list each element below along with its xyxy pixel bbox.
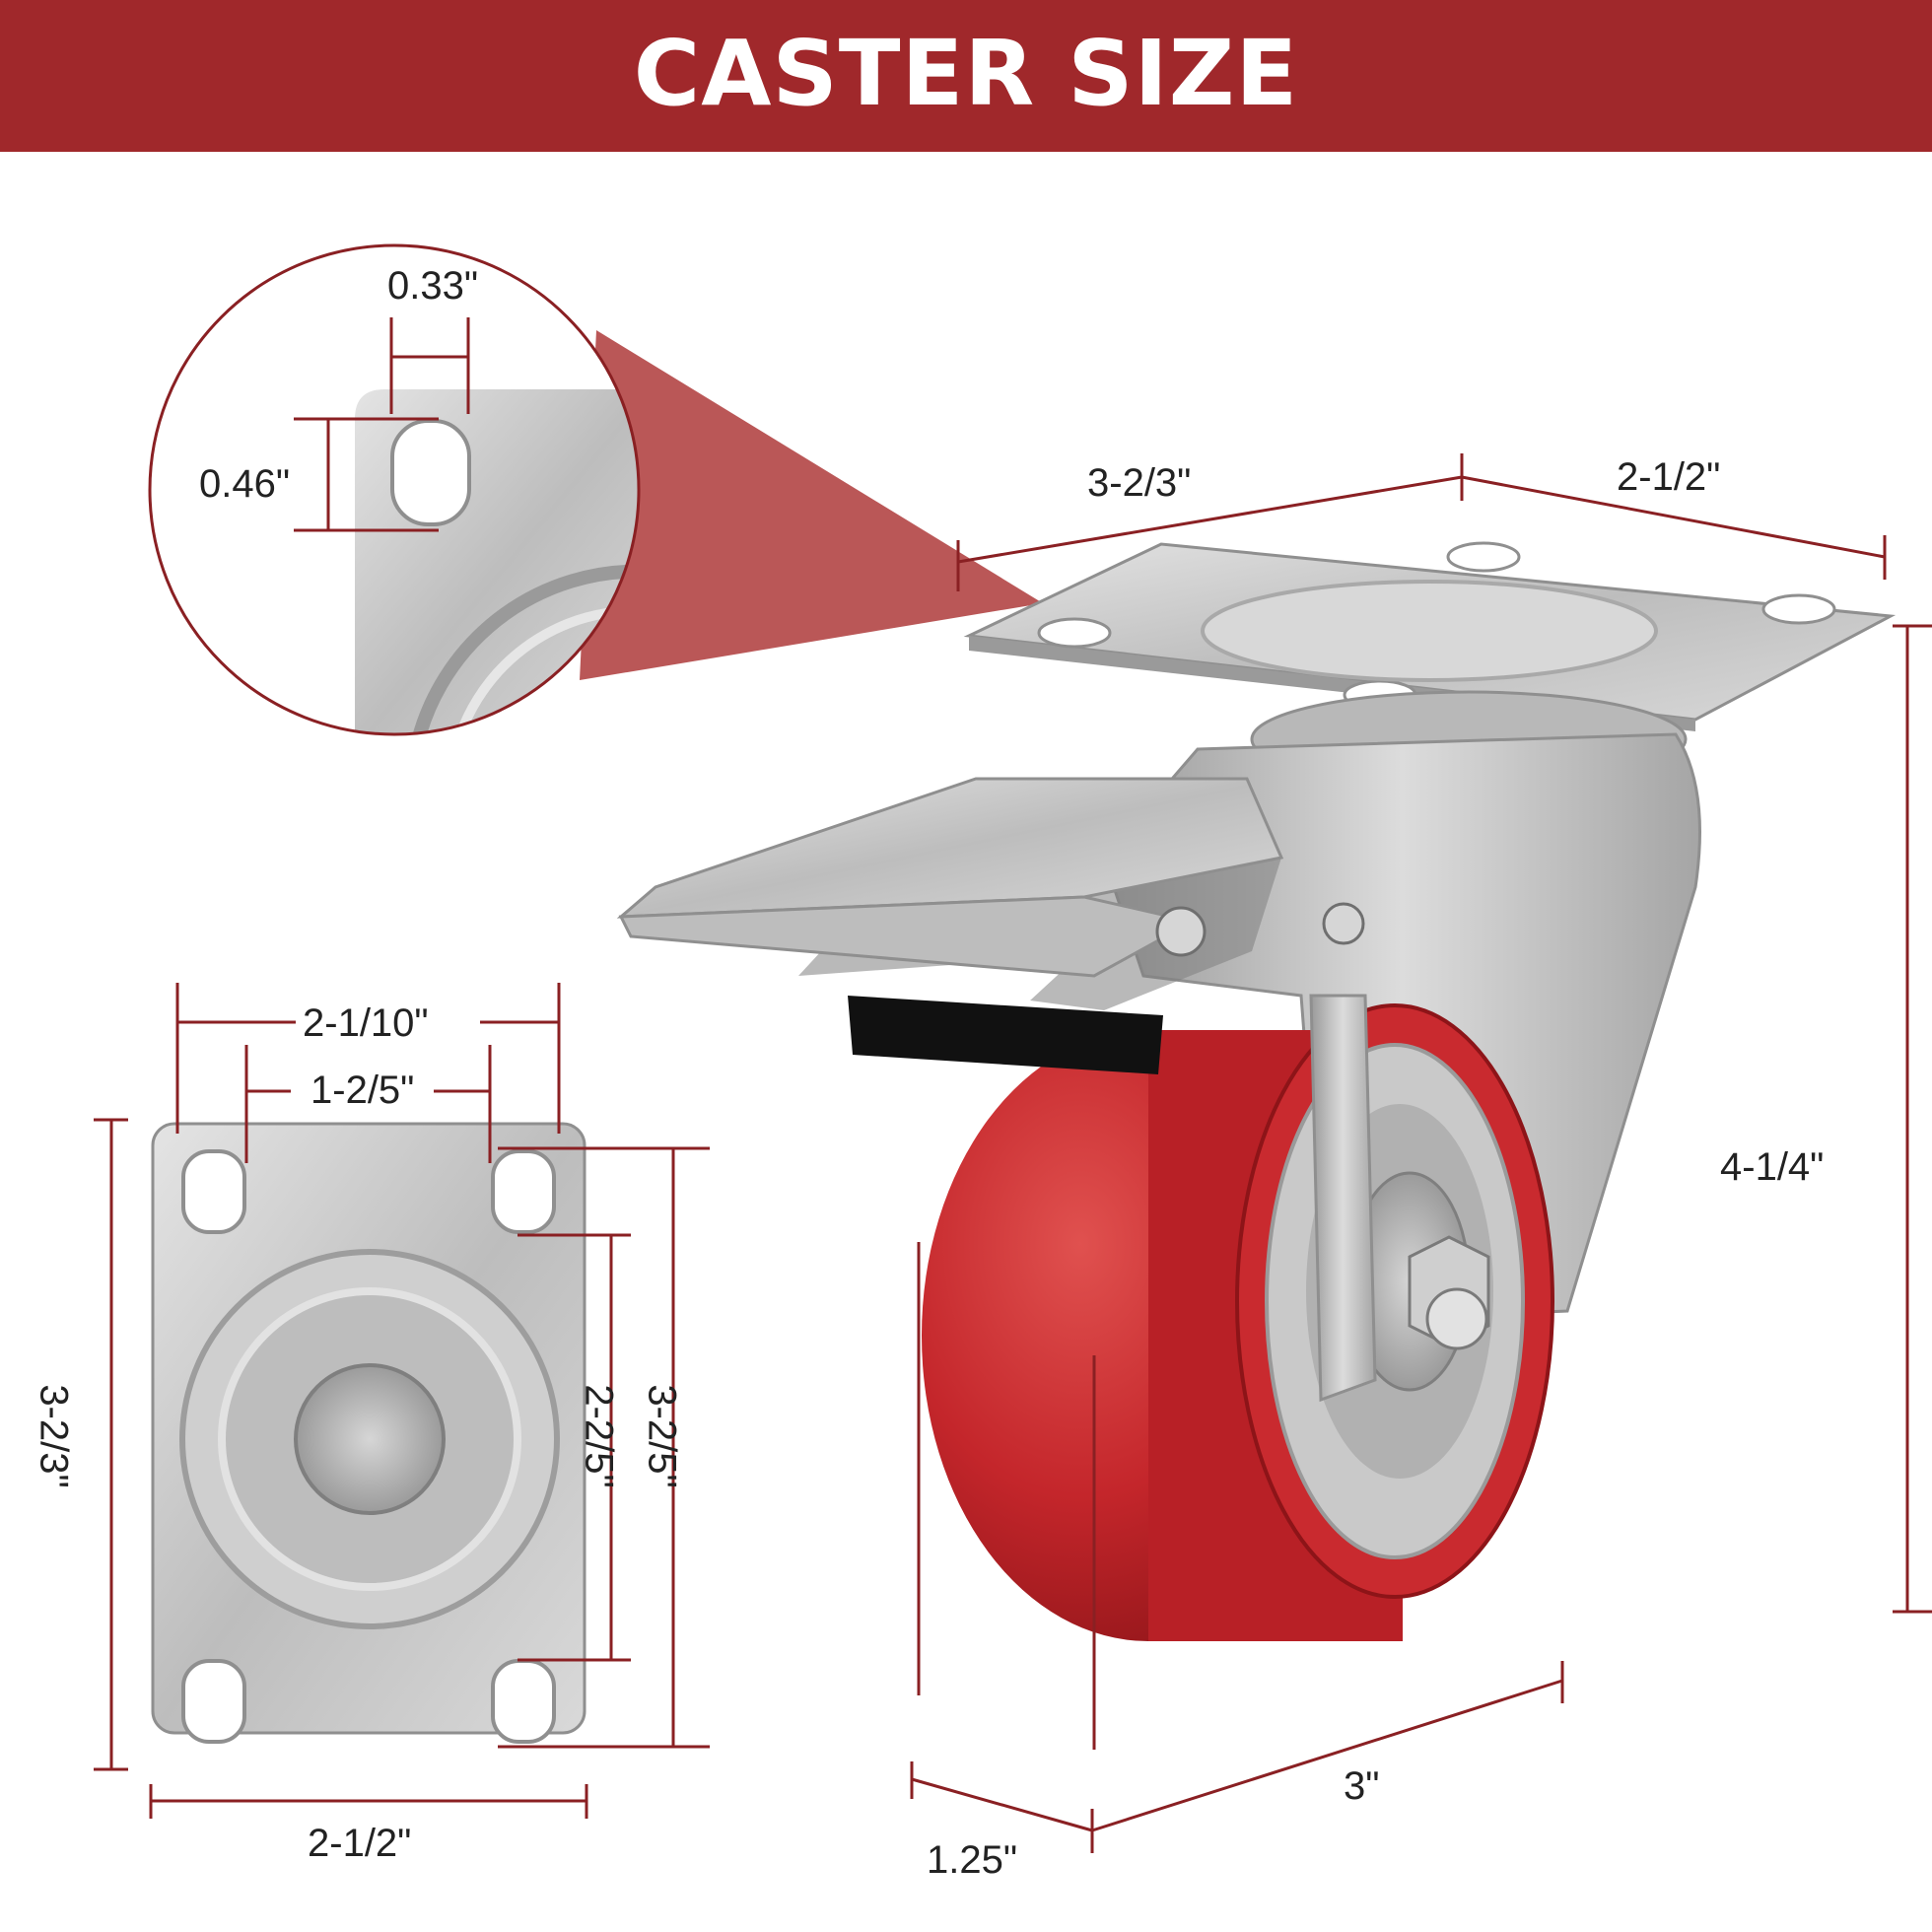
plate-top-width-label: 2-1/2"	[1617, 455, 1721, 499]
zoom-dimension-lines	[294, 317, 470, 532]
plate-top-length-label: 3-2/3"	[1087, 461, 1192, 505]
hole-width-label: 0.33"	[387, 264, 479, 308]
axle-nut	[1408, 1235, 1490, 1350]
caster-dimension-lines	[910, 453, 1932, 1853]
plate-bottom-width-label: 2-1/2"	[308, 1822, 412, 1865]
zoom-cone	[580, 330, 1043, 680]
brake-pedal	[616, 777, 1365, 1074]
caster-wheel	[922, 1003, 1554, 1641]
hole-spacing-inner-label: 2-2/5"	[577, 1384, 621, 1488]
hole-spacing-outer-label: 3-2/5"	[640, 1384, 684, 1488]
plate-length-left-label: 3-2/3"	[32, 1384, 76, 1488]
hole-height-label: 0.46"	[199, 462, 291, 506]
mounting-plate-drawing	[151, 1122, 586, 1744]
plate-inner-width-label: 1-2/5"	[310, 1069, 415, 1112]
caster-fork-leg	[1309, 994, 1377, 1403]
wheel-diameter-label: 3"	[1344, 1764, 1380, 1808]
wheel-width-label: 1.25"	[927, 1838, 1018, 1882]
plate-outer-width-label: 2-1/10"	[303, 1001, 429, 1045]
total-height-label: 4-1/4"	[1720, 1145, 1825, 1189]
plate-dimension-lines	[94, 983, 710, 1819]
page-title: CASTER SIZE	[633, 21, 1299, 126]
header-banner: CASTER SIZE	[0, 0, 1932, 152]
